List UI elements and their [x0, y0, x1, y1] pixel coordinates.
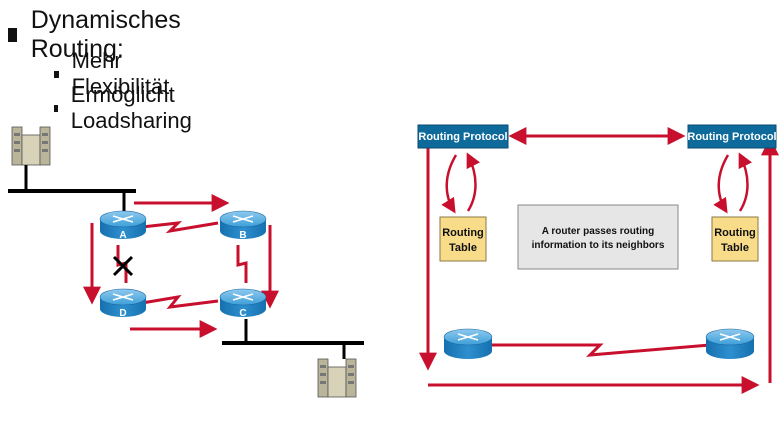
server-icon — [317, 358, 357, 398]
router-label: D — [119, 308, 126, 319]
routing-protocol-diagram: Routing Protocol Routing Protocol Routin… — [417, 124, 779, 394]
router-icon: D — [99, 288, 147, 319]
router-icon — [443, 328, 493, 359]
bullet-text-loadsharing: Ermöglicht Loadsharing — [70, 82, 192, 133]
routing-protocol-box — [687, 124, 777, 149]
update-arrow — [441, 154, 458, 214]
routing-protocol-box — [417, 124, 509, 149]
routing-table-box — [439, 216, 487, 262]
serial-link — [141, 221, 219, 234]
bullet-item: Mehr Flexibilität — [54, 48, 172, 100]
routing-protocol-label: Routing Protocol — [687, 131, 776, 143]
routing-table-label: Routing — [442, 227, 484, 239]
bullet-text-flexibility: Mehr Flexibilität — [71, 48, 170, 99]
update-arrow — [466, 152, 481, 212]
square-bullet-icon — [54, 104, 58, 112]
router-icon: A — [99, 210, 147, 241]
router-icon: B — [219, 210, 267, 241]
serial-link — [490, 343, 711, 357]
routing-table-label: Table — [721, 242, 749, 254]
routing-protocol-label: Routing Protocol — [418, 131, 507, 143]
routing-table-label: Table — [449, 242, 477, 254]
routing-table-box — [711, 216, 759, 262]
routing-table-label: Routing — [714, 227, 756, 239]
info-text-line: A router passes routing — [542, 226, 654, 237]
network-topology-diagram: A B C D — [8, 126, 364, 398]
update-arrow — [738, 152, 753, 212]
router-icon — [705, 328, 755, 359]
router-label: B — [239, 230, 246, 241]
serial-link — [141, 294, 219, 309]
square-bullet-icon — [54, 70, 59, 78]
server-icon — [11, 126, 51, 166]
router-label: C — [239, 308, 246, 319]
update-arrow — [713, 154, 730, 214]
router-label: A — [119, 230, 126, 241]
info-text-line: information to its neighbors — [532, 240, 665, 251]
square-bullet-icon — [8, 28, 17, 42]
serial-link — [236, 245, 248, 283]
heading-bullet: Dynamisches Routing: — [8, 6, 186, 64]
router-icon: C — [219, 288, 267, 319]
info-box — [517, 204, 679, 270]
bullet-item: Ermöglicht Loadsharing — [54, 82, 195, 134]
slide-heading: Dynamisches Routing: — [30, 6, 181, 63]
